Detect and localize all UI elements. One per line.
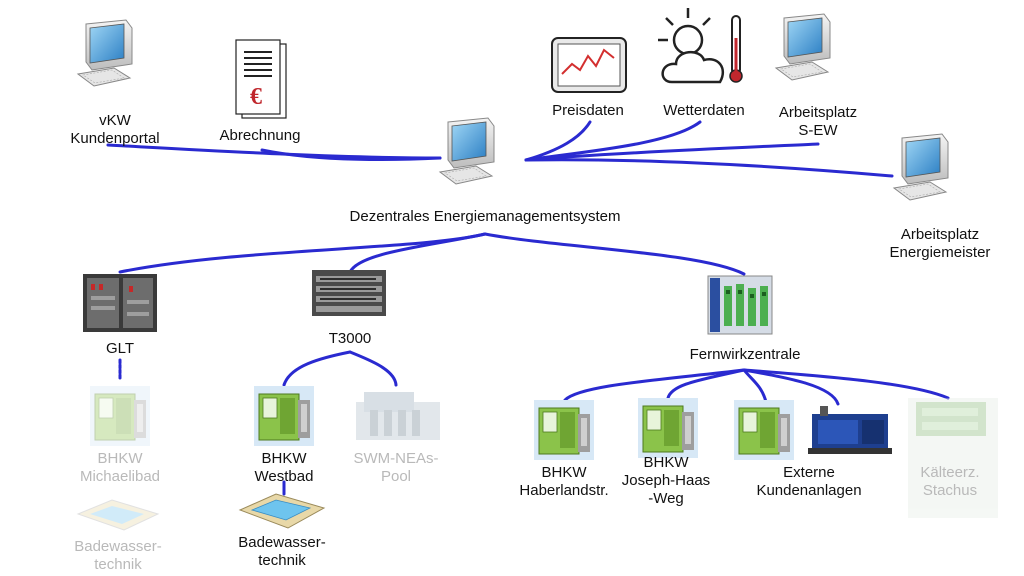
- arbeitsplatz-sew-computer-icon: [775, 13, 831, 81]
- badewasser-1-pool-icon: [76, 499, 160, 531]
- connector-vkw: [106, 143, 442, 160]
- badewasser-1-label: Badewasser- technik: [74, 538, 162, 573]
- connector-arbeitsplatz-em: [524, 158, 894, 178]
- connector-swm: [348, 350, 398, 387]
- connector-lines: [106, 120, 950, 496]
- connector-glt: [118, 232, 487, 274]
- wetterdaten-label: Wetterdaten: [663, 102, 745, 119]
- server-rack-icon: [312, 270, 386, 316]
- center-label: Dezentrales Energiemanagementsystem: [349, 208, 621, 225]
- preisdaten-label: Preisdaten: [552, 102, 624, 119]
- arbeitsplatz-em-label: Arbeitsplatz Energiemeister: [889, 226, 991, 261]
- bhkw-westbad-chp-unit-icon: [253, 385, 315, 447]
- bhkw-haberland-chp-unit-icon: [533, 399, 595, 461]
- swm-neas-engine-icon: [356, 392, 440, 440]
- externe-generator-icon: [808, 406, 892, 454]
- glt-label: GLT: [105, 340, 135, 357]
- central-computer-icon: [439, 117, 495, 185]
- externe-chp-unit-icon: [733, 399, 795, 461]
- svg-text:€: €: [250, 84, 262, 110]
- bhkw-joseph-label: BHKW Joseph-Haas -Weg: [621, 454, 711, 507]
- swm-neas-label: SWM-NEAs- Pool: [353, 450, 439, 485]
- connector-preisdaten: [524, 120, 592, 162]
- connector-arbeitsplatz-sew: [524, 142, 820, 162]
- price-chart-icon: [551, 37, 627, 93]
- badewasser-2-pool-icon: [238, 493, 326, 529]
- t3000-label: T3000: [328, 330, 372, 347]
- arbeitsplatz-sew-label: Arbeitsplatz S-EW: [778, 104, 858, 139]
- kaelteerz-chiller-icon: [908, 398, 998, 518]
- badewasser-2-label: Badewasser- technik: [238, 534, 326, 569]
- invoice-euro-icon: €: [235, 39, 287, 119]
- externe-label: Externe Kundenanlagen: [756, 464, 862, 499]
- connector-westbad: [282, 350, 352, 387]
- bhkw-joseph-chp-unit-icon: [637, 397, 699, 459]
- connector-fernwirk: [483, 232, 746, 276]
- bhkw-haberland-label: BHKW Haberlandstr.: [519, 464, 609, 499]
- connector-t3000: [348, 232, 487, 274]
- fernwirk-label: Fernwirkzentrale: [689, 346, 801, 363]
- weather-icon: [658, 8, 743, 84]
- bhkw-michaelibad-chp-unit-icon: [89, 385, 151, 447]
- abrechnung-label: Abrechnung: [219, 127, 301, 144]
- arbeitsplatz-em-computer-icon: [893, 133, 949, 201]
- connector-externe-1: [742, 368, 768, 404]
- bhkw-michaelibad-label: BHKW Michaelibad: [79, 450, 161, 485]
- connector-haberland: [563, 368, 746, 402]
- kaelteerz-label: Kälteerz. Stachus: [920, 464, 980, 499]
- cabinet-icon: [83, 274, 157, 332]
- control-module-icon: [707, 275, 773, 335]
- bhkw-westbad-label: BHKW Westbad: [254, 450, 314, 485]
- vkw-label: vKW Kundenportal: [70, 112, 160, 147]
- connector-abrechnung: [260, 148, 442, 162]
- connector-joseph: [666, 368, 746, 400]
- connector-kaelteerz: [742, 368, 950, 400]
- vkw-computer-icon: [77, 19, 133, 87]
